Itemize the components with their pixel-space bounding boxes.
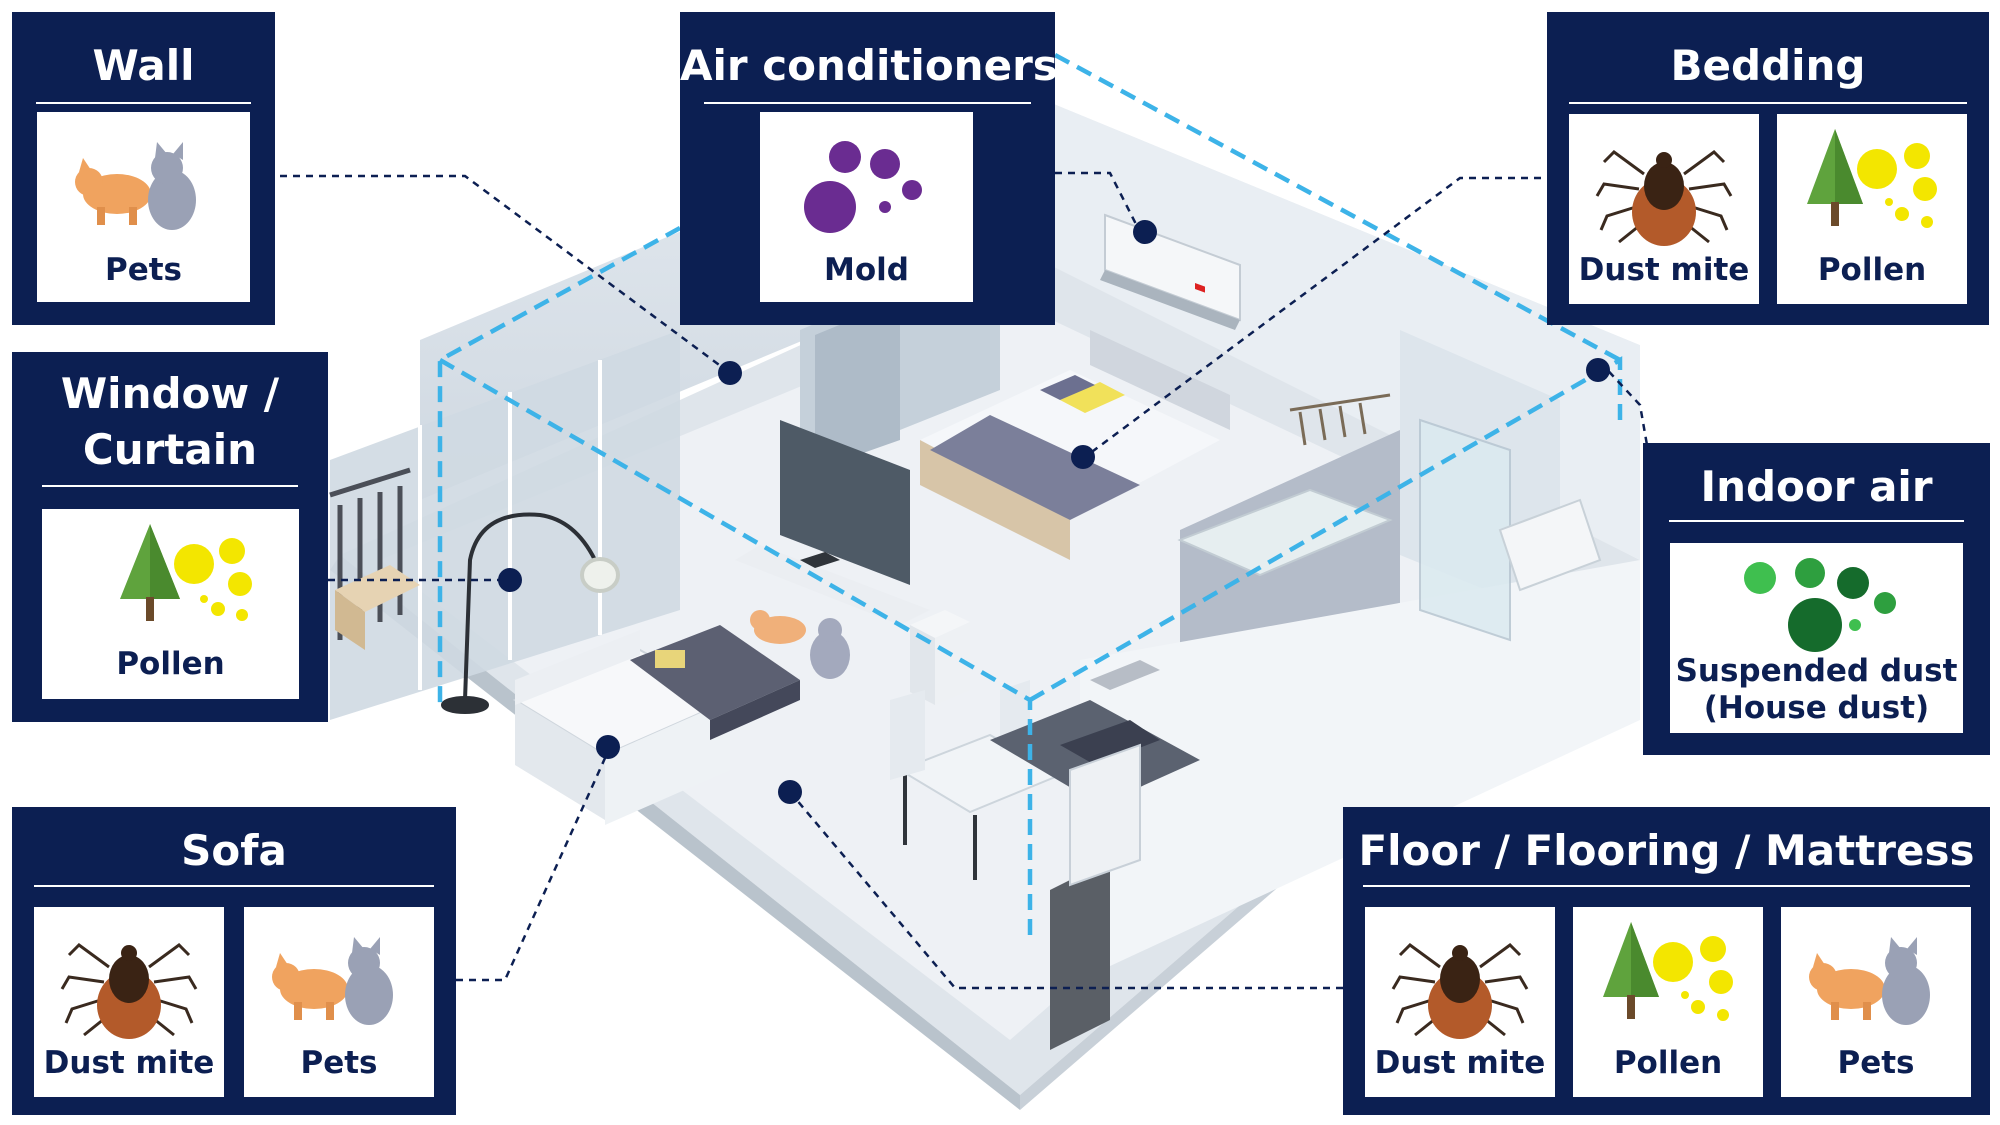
sofa-card-dust-mite-label: Dust mite xyxy=(43,1045,215,1081)
dust-mite-icon xyxy=(1391,943,1529,1039)
wall-panel: Wall Pets xyxy=(12,12,275,325)
floor-pets xyxy=(750,610,850,679)
sofa-card-dust-mite: Dust mite xyxy=(34,907,224,1097)
suspended-dust-icon xyxy=(1744,558,1896,652)
window-curtain-title-rule xyxy=(42,485,298,487)
indoor-air-title: Indoor air xyxy=(1700,462,1933,511)
coffee-table xyxy=(630,625,800,740)
bedding-card-dust-mite-label: Dust mite xyxy=(1578,252,1750,288)
pets-icon xyxy=(1809,937,1930,1025)
wall-title-rule xyxy=(36,102,251,104)
sofa-card-pets: Pets xyxy=(244,907,434,1097)
sofa-card-pets-label: Pets xyxy=(300,1045,378,1081)
window-curtain-title-line2: Curtain xyxy=(82,425,258,474)
indoor-air-panel: Indoor air Suspended dust (House dust) xyxy=(1643,443,1990,755)
floor-panel: Floor / Flooring / Mattress Dust mite xyxy=(1343,807,1990,1115)
floor-card-dust-mite: Dust mite xyxy=(1365,907,1555,1097)
leader-lines xyxy=(280,171,1649,990)
indoor-air-title-rule xyxy=(1669,520,1964,522)
window-curtain-panel: Window / Curtain Pollen xyxy=(12,352,328,722)
indoor-air-card-suspended-dust: Suspended dust (House dust) xyxy=(1670,543,1963,733)
pets-icon xyxy=(272,937,393,1025)
balcony-chair xyxy=(335,565,420,650)
bedding-panel: Bedding Dust mite xyxy=(1547,12,1989,325)
floor-lamp xyxy=(441,512,620,714)
bed xyxy=(920,330,1230,560)
air-conditioners-panel: Air conditioners Mold xyxy=(680,12,1058,325)
pollen-icon xyxy=(1603,922,1733,1021)
wall-title: Wall xyxy=(92,41,195,90)
air-conditioners-title-rule xyxy=(704,102,1031,104)
callout-dots xyxy=(498,220,1610,804)
floor-card-pets: Pets xyxy=(1781,907,1971,1097)
shower-enclosure xyxy=(1419,418,1602,642)
window-curtain-card-pollen-label: Pollen xyxy=(116,646,225,682)
floor-title: Floor / Flooring / Mattress xyxy=(1358,826,1975,875)
kitchen xyxy=(990,660,1200,887)
window-curtain-card-pollen: Pollen xyxy=(42,509,299,699)
sofa-title: Sofa xyxy=(181,826,287,875)
room-outline xyxy=(437,53,1623,935)
bedding-card-pollen-label: Pollen xyxy=(1817,252,1927,288)
floor-card-pets-label: Pets xyxy=(1837,1045,1915,1081)
indoor-air-card-label-line1: Suspended dust xyxy=(1675,653,1958,689)
dust-mite-icon xyxy=(60,943,198,1039)
bedding-card-dust-mite: Dust mite xyxy=(1569,114,1759,304)
sofa-panel: Sofa Dust mite Pets xyxy=(12,807,456,1115)
bedding-card-pollen: Pollen xyxy=(1777,114,1967,304)
floor-card-pollen: Pollen xyxy=(1573,907,1763,1097)
floor-card-dust-mite-label: Dust mite xyxy=(1374,1045,1546,1081)
pollen-icon xyxy=(1807,129,1937,228)
wall-card-pets: Pets xyxy=(37,112,250,302)
bedding-title: Bedding xyxy=(1670,41,1866,90)
floor-card-pollen-label: Pollen xyxy=(1613,1045,1723,1081)
air-conditioners-title: Air conditioners xyxy=(680,41,1058,90)
air-conditioners-card-mold: Mold xyxy=(760,112,973,302)
mold-icon xyxy=(804,141,922,233)
indoor-air-card-label-line2: (House dust) xyxy=(1703,690,1930,726)
wall-card-pets-label: Pets xyxy=(104,252,182,288)
floor-title-rule xyxy=(1363,885,1970,887)
pets-icon xyxy=(75,142,196,230)
sofa-title-rule xyxy=(34,885,434,887)
clothes-rack xyxy=(1289,393,1391,446)
air-conditioners-card-mold-label: Mold xyxy=(824,252,909,288)
pollen-icon xyxy=(120,524,252,621)
bedding-title-rule xyxy=(1569,102,1967,104)
dust-mite-icon xyxy=(1595,150,1733,246)
bathtub xyxy=(1177,488,1393,577)
window-curtain-title-line1: Window / xyxy=(60,369,280,418)
air-purifier xyxy=(910,610,970,705)
